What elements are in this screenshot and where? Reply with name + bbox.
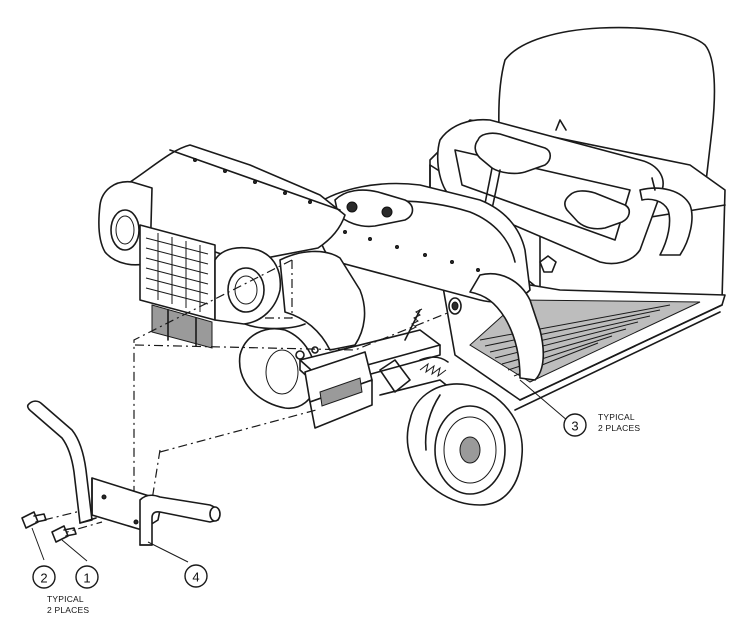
note-right-line2: 2 PLACES [598, 423, 640, 433]
rear-body [429, 118, 726, 313]
front-right-wheel [406, 383, 523, 506]
front-left-wheel [238, 328, 317, 409]
front-body [98, 144, 366, 351]
note-right-line1: TYPICAL [598, 412, 635, 422]
svg-text:1: 1 [83, 571, 90, 586]
front-mount-bushing [448, 297, 462, 315]
front-suspension [295, 308, 456, 429]
svg-text:2: 2 [40, 571, 47, 586]
bolt-part-1 [51, 525, 77, 543]
note-left-line2: 2 PLACES [47, 605, 89, 615]
callout-2: 2 [32, 565, 56, 589]
bolt-part-2 [21, 511, 47, 529]
leader-lines [31, 379, 569, 563]
callout-4: 4 [184, 564, 208, 588]
svg-text:3: 3 [571, 419, 578, 434]
callout-3: 3 [563, 413, 587, 437]
callout-1: 1 [75, 565, 99, 589]
svg-text:4: 4 [192, 570, 199, 585]
dash-cowl [313, 182, 557, 381]
front-bumper [26, 400, 221, 546]
note-left-line1: TYPICAL [47, 594, 84, 604]
